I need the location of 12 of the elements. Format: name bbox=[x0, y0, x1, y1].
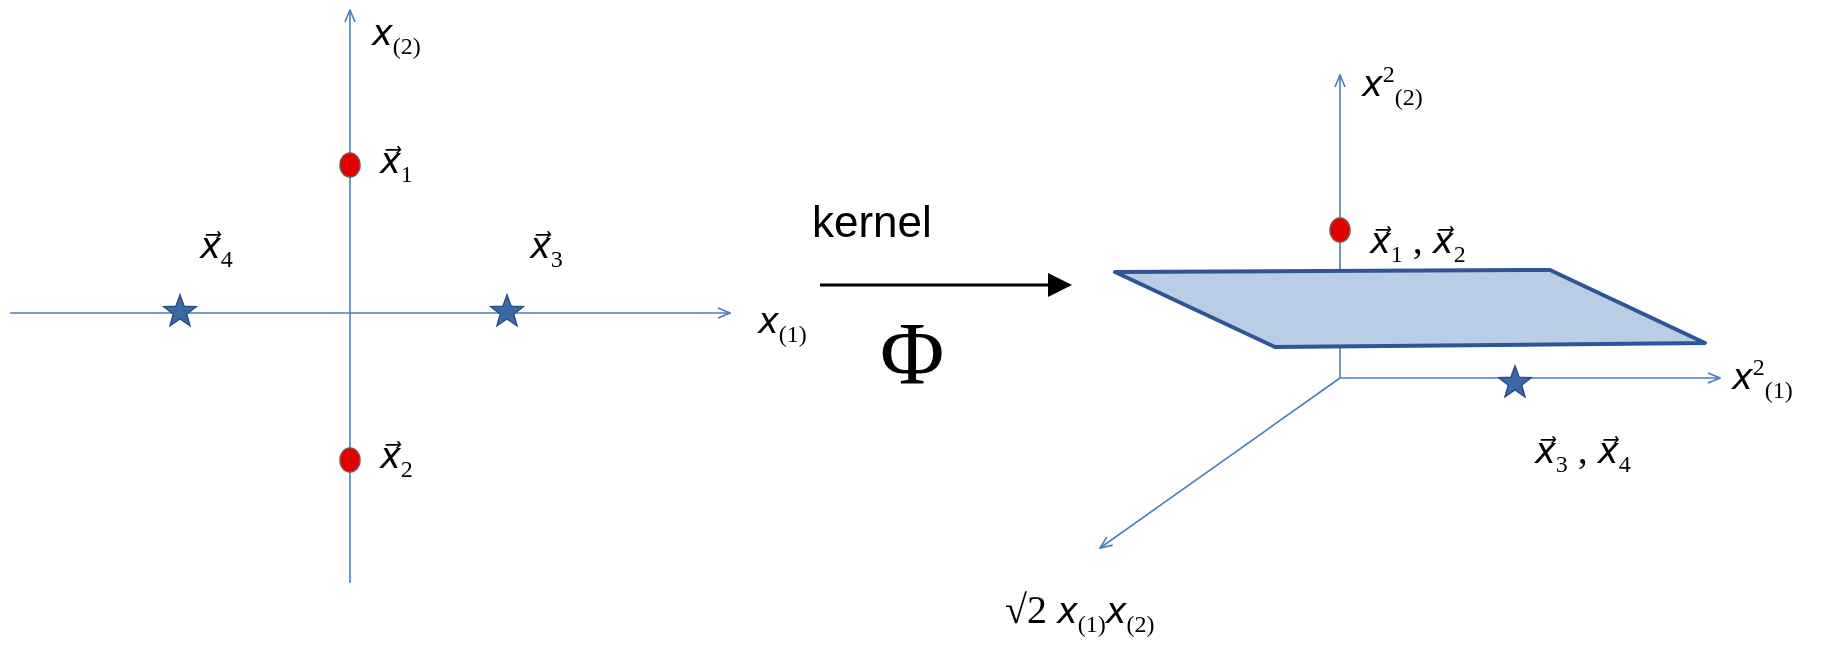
arrow bbox=[820, 273, 1072, 297]
edge-label: kernel bbox=[812, 200, 932, 244]
point-label: x⃗$_{4}$ bbox=[200, 225, 233, 271]
axis-label: x$_{(1)}$ bbox=[758, 300, 807, 346]
map-symbol: Φ bbox=[880, 310, 945, 398]
axis-label: x$_{(2)}$ bbox=[372, 12, 421, 58]
axis-label: √2 x$_{(1)}$x$_{(2)}$ bbox=[1005, 590, 1155, 636]
point-label: x⃗$_{3}$ bbox=[530, 225, 563, 271]
point-label: x⃗$_{1}$ , x⃗$_{2}$ bbox=[1370, 220, 1466, 266]
point-label: x⃗$_{1}$ bbox=[380, 140, 413, 186]
point-label: x⃗$_{2}$ bbox=[380, 435, 413, 481]
point-label: x⃗$_{3}$ , x⃗$_{4}$ bbox=[1535, 430, 1631, 476]
